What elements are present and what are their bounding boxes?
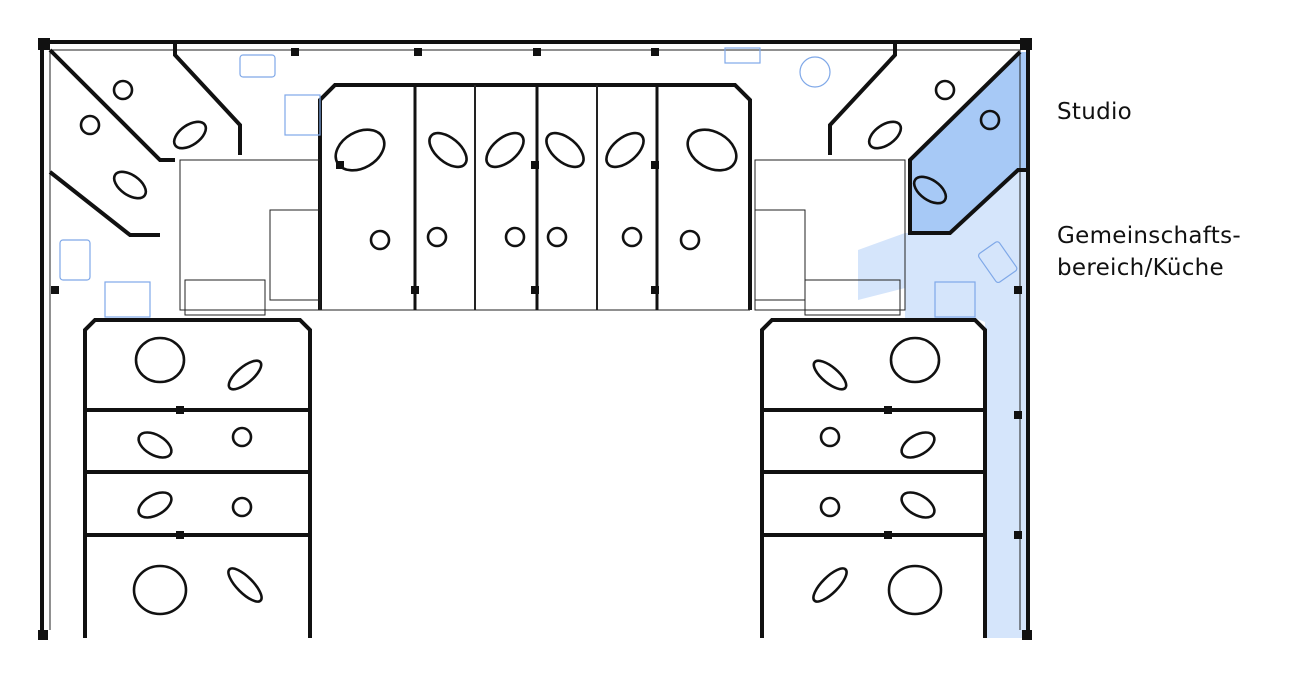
column-marker <box>411 286 419 294</box>
column-marker <box>51 286 59 294</box>
column-marker <box>651 161 659 169</box>
bathtub-icon <box>686 128 738 172</box>
bathtub-icon <box>605 131 645 169</box>
toilet-icon <box>504 226 526 248</box>
bathtub-icon <box>812 567 848 603</box>
column-marker <box>884 531 892 539</box>
toilet-icon <box>934 79 956 101</box>
structural-columns <box>51 48 1022 539</box>
column-marker <box>414 48 422 56</box>
column-marker <box>531 286 539 294</box>
toilet-icon <box>979 109 1001 131</box>
bathroom-fixtures <box>79 79 1001 616</box>
bathtub-icon <box>172 120 208 150</box>
toilet-icon <box>231 496 253 518</box>
common-area-highlight <box>858 170 1028 638</box>
bathtub-icon <box>227 567 263 603</box>
toilet-icon <box>621 226 643 248</box>
bathtub-icon <box>132 564 188 616</box>
toilet-icon <box>426 226 448 248</box>
legend-studio-label: Studio <box>1057 99 1133 125</box>
column-marker <box>291 48 299 56</box>
column-marker <box>884 406 892 414</box>
column-marker <box>1014 531 1022 539</box>
column-marker <box>336 161 344 169</box>
bathtub-icon <box>137 431 173 459</box>
column-marker <box>176 406 184 414</box>
bathtub-icon <box>812 359 848 391</box>
bathtub-icon <box>887 564 943 616</box>
toilet-icon <box>369 229 391 251</box>
toilet-icon <box>819 426 841 448</box>
bathtub-icon <box>134 336 186 384</box>
toilet-icon <box>231 426 253 448</box>
bathtub-icon <box>137 491 173 519</box>
toilet-icon <box>112 79 134 101</box>
column-marker <box>1014 411 1022 419</box>
left-wing <box>48 42 321 638</box>
column-marker <box>651 48 659 56</box>
bathtub-icon <box>227 359 263 391</box>
column-marker <box>1014 286 1022 294</box>
column-marker <box>176 531 184 539</box>
toilet-icon <box>546 226 568 248</box>
column-marker <box>531 161 539 169</box>
bathtub-icon <box>545 131 585 169</box>
toilet-icon <box>819 496 841 518</box>
right-wing <box>754 42 1028 638</box>
bathtub-icon <box>334 128 386 172</box>
bathtub-icon <box>428 131 468 169</box>
furniture <box>59 47 1018 318</box>
bathtub-icon <box>112 170 148 200</box>
bathtub-icon <box>912 175 948 205</box>
legend-common-area-label: Gemeinschafts- bereich/Küche <box>1057 223 1241 281</box>
exterior-walls <box>38 38 1032 640</box>
column-marker <box>533 48 541 56</box>
column-marker <box>651 286 659 294</box>
bathtub-icon <box>900 491 936 519</box>
toilet-icon <box>79 114 101 136</box>
bathtub-icon <box>900 431 936 459</box>
bathtub-icon <box>867 120 903 150</box>
central-rooms <box>318 83 752 311</box>
bathtub-icon <box>485 131 525 169</box>
bathtub-icon <box>889 336 941 384</box>
toilet-icon <box>679 229 701 251</box>
